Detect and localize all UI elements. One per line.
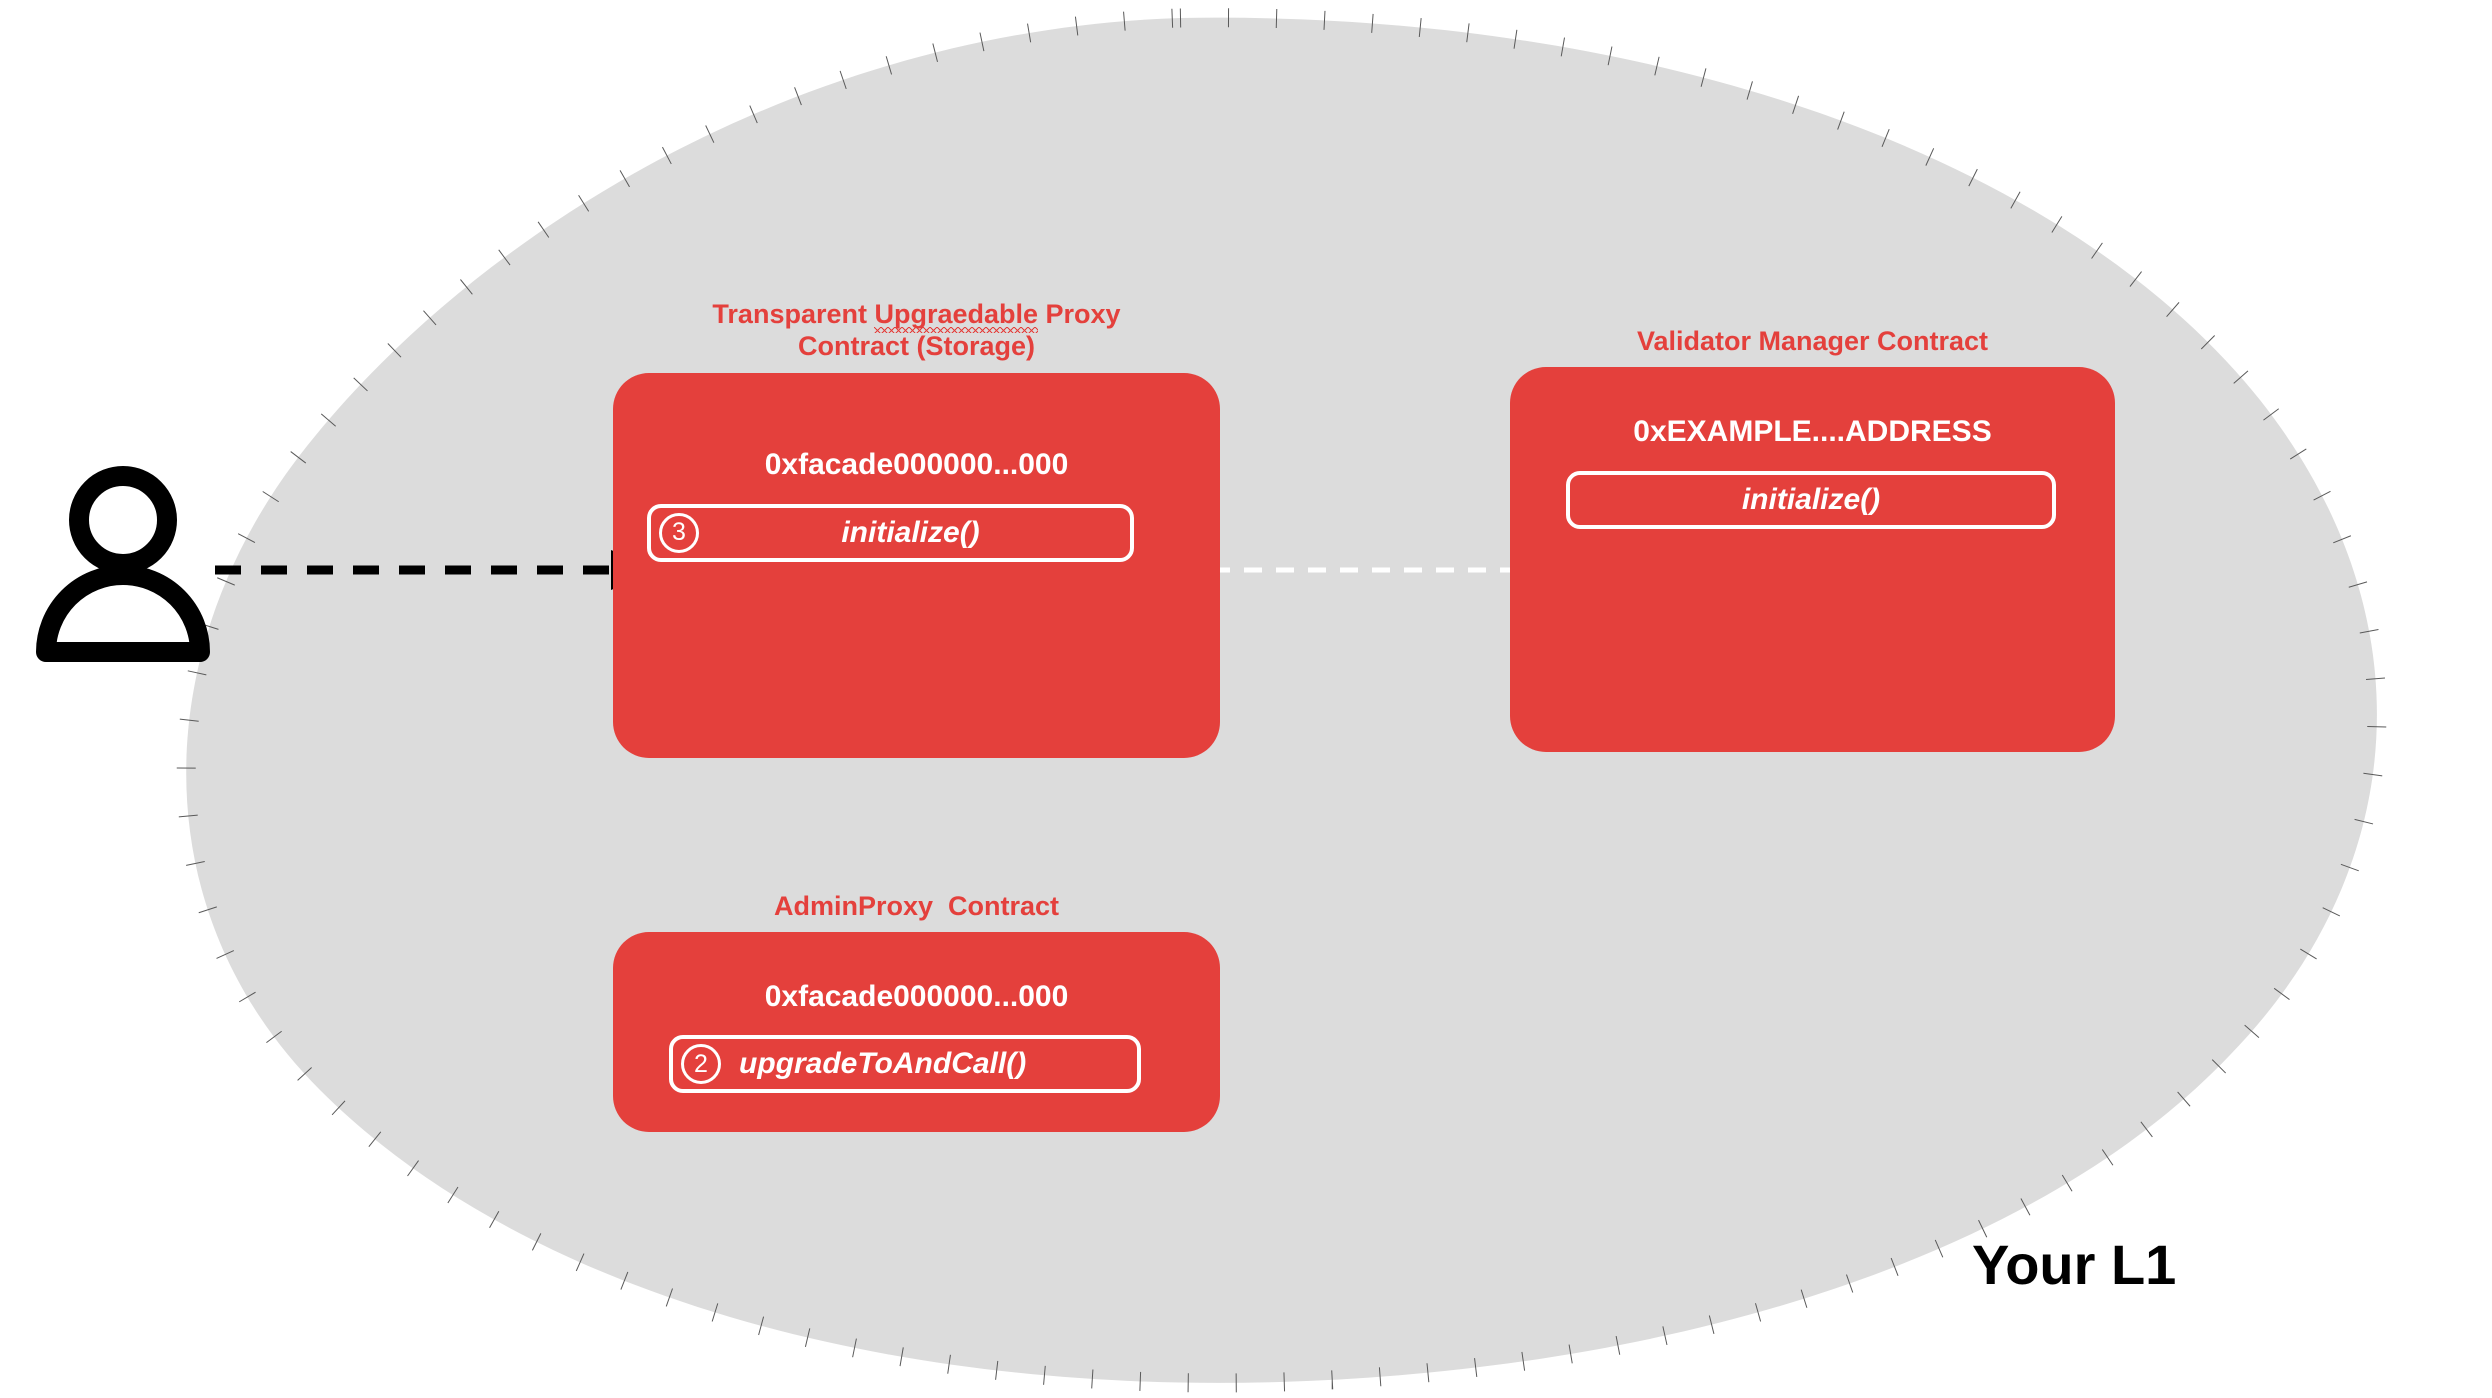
contract-box-validator-manager[interactable]: 0xEXAMPLE....ADDRESS initialize() [1510,367,2115,753]
contract-address-proxy: 0xfacade000000...000 [764,447,1069,481]
contract-title-validator-manager: Validator Manager Contract [1636,326,1989,356]
region-label-your-l1: Your L1 [1972,1233,2177,1296]
method-label-upgrade-to-and-call: upgradeToAndCall() [739,1047,1027,1081]
step-badge-2: 2 [681,1044,721,1085]
contract-box-admin-proxy[interactable]: 0xfacade000000...000 2 upgradeToAndCall(… [613,932,1220,1133]
person-icon [36,466,210,662]
contract-admin-proxy: AdminProxy Contract 0xfacade000000...000… [613,890,1220,1133]
contract-box-proxy[interactable]: 0xfacade000000...000 3 initialize() [613,372,1220,758]
contract-validator-manager: Validator Manager Contract 0xEXAMPLE....… [1510,325,2115,753]
method-pill-initialize-vm[interactable]: initialize() [1566,471,2056,530]
misspelled-word: Upgraedable [874,299,1039,334]
method-label-initialize: initialize() [841,515,980,549]
method-label-initialize-vm: initialize() [1741,483,1881,517]
contract-address-admin-proxy: 0xfacade000000...000 [764,980,1069,1014]
method-pill-upgrade-to-and-call[interactable]: 2 upgradeToAndCall() [669,1035,1141,1094]
contract-title-admin-proxy: AdminProxy Contract [773,891,1060,921]
step-badge-3: 3 [659,512,699,553]
contract-address-validator-manager: 0xEXAMPLE....ADDRESS [1633,415,1992,449]
method-pill-initialize[interactable]: 3 initialize() [647,503,1134,562]
